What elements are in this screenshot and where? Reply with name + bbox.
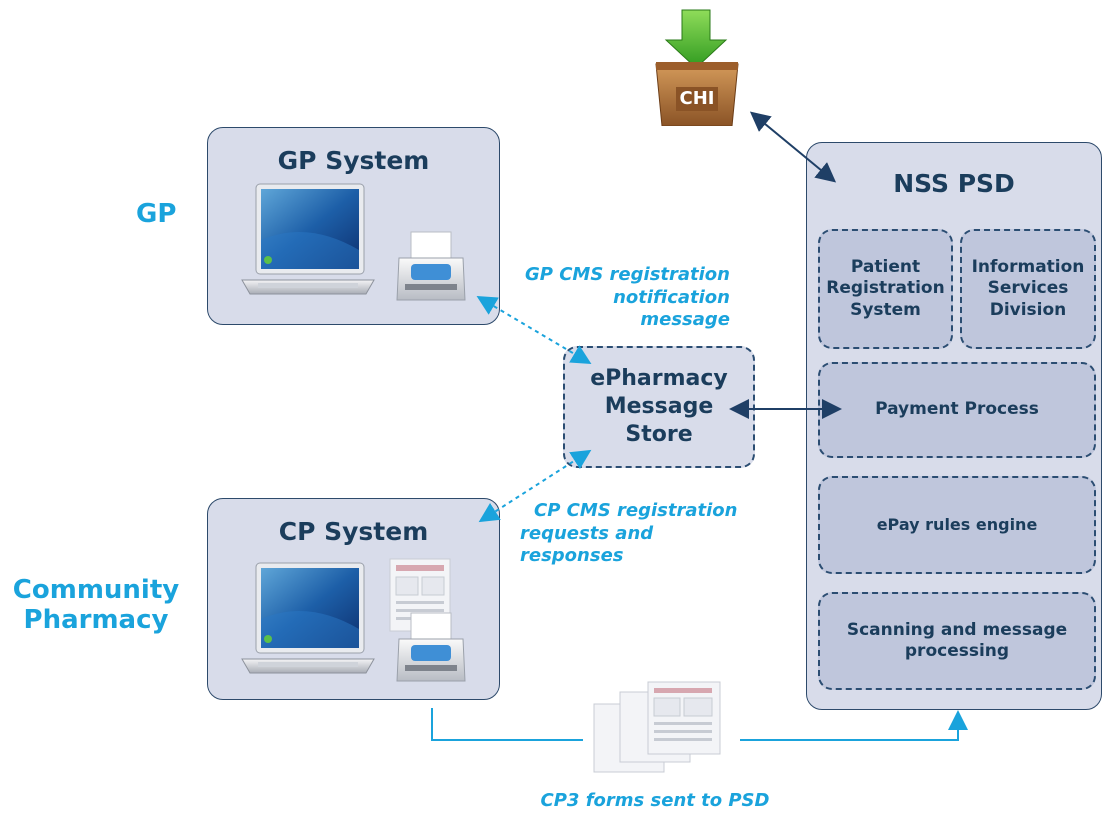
cp3-label: CP3 forms sent to PSD [540, 790, 770, 811]
gp-system-title: GP System [277, 146, 430, 175]
gp-system-box: GP System [207, 127, 500, 325]
gp-store-arrow [476, 295, 592, 365]
laptop-icon [241, 183, 375, 295]
epay-rules-engine-box: ePay rules engine [818, 476, 1096, 574]
chi-nss-arrow [749, 111, 837, 183]
community-pharmacy-side-label: Community Pharmacy [6, 575, 186, 636]
patient-registration-line2: Registration [826, 278, 945, 299]
nss-psd-title: NSS PSD [893, 169, 1015, 198]
community-label-line2: Pharmacy [23, 604, 169, 635]
epharmacy-message-store-box: ePharmacy Message Store [563, 346, 755, 468]
patient-registration-line1: Patient [850, 257, 921, 278]
patient-registration-line3: System [850, 299, 921, 320]
store-line2: Message [604, 393, 714, 419]
scanning-line2: processing [904, 641, 1010, 661]
laptop-icon [241, 562, 375, 674]
scanning-line1: Scanning and message [846, 619, 1068, 640]
store-line1: ePharmacy [590, 365, 728, 391]
information-services-line2: Services [987, 278, 1069, 299]
cp-system-title: CP System [278, 517, 429, 546]
gp-message-line2: notification message [613, 286, 730, 331]
cp3-forms-icon [593, 681, 721, 773]
payment-process-label: Payment Process [875, 399, 1039, 420]
gp-message-label: GP CMS registration notification message [520, 264, 730, 332]
cp-system-box: CP System [207, 498, 500, 700]
printer-icon [396, 612, 466, 682]
store-line3: Store [625, 422, 693, 448]
information-services-line3: Division [989, 299, 1067, 320]
cp3-forms-path-to-psd [740, 710, 968, 741]
gp-side-label: GP [136, 199, 177, 229]
payment-process-box: Payment Process [818, 362, 1096, 458]
scanning-message-processing-box: Scanning and message processing [818, 592, 1096, 690]
cp3-forms-path [431, 708, 583, 741]
epay-rules-label: ePay rules engine [876, 515, 1038, 534]
patient-registration-system-box: Patient Registration System [818, 229, 953, 349]
chi-label: CHI [676, 87, 718, 111]
printer-icon [396, 231, 466, 301]
gp-message-line1: GP CMS registration [524, 264, 730, 285]
information-services-division-box: Information Services Division [960, 229, 1096, 349]
information-services-line1: Information [971, 257, 1085, 278]
community-label-line1: Community [12, 575, 180, 605]
cp-message-line2: requests and responses [520, 522, 654, 567]
cp-store-arrow [478, 449, 592, 523]
